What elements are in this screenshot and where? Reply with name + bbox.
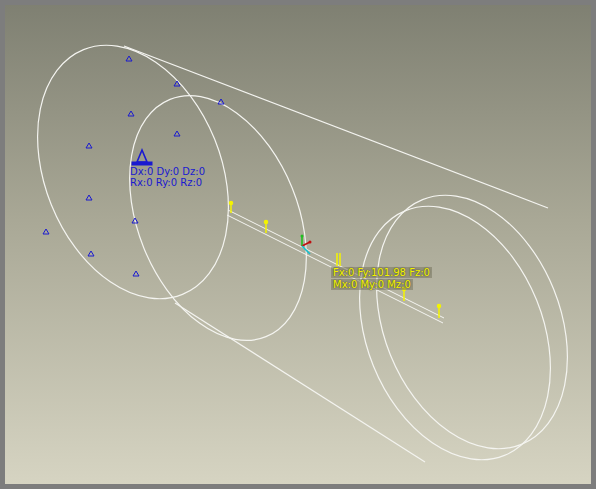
cylinder-wireframe <box>5 5 591 484</box>
model-view: Dx:0 Dy:0 Dz:0Rx:0 Ry:0 Rz:0Fx:0 Fy:101.… <box>5 5 591 484</box>
load-label: Mx:0 My:0 Mz:0 <box>331 279 413 290</box>
load-label: Fx:0 Fy:101.98 Fz:0 <box>331 267 432 278</box>
constraint-label: Dx:0 Dy:0 Dz:0 <box>128 166 207 177</box>
constraint-label: Rx:0 Ry:0 Rz:0 <box>128 177 204 188</box>
